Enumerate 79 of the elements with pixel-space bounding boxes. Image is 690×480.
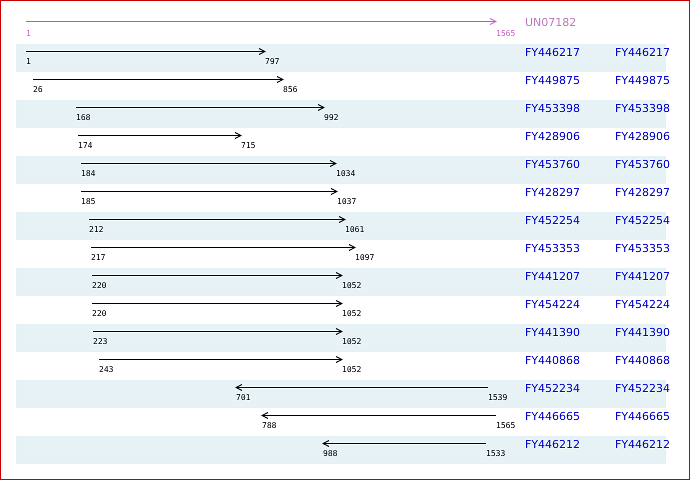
position-label: 1052 — [342, 337, 362, 347]
accession-label: FY428906 — [615, 130, 670, 143]
accession-label: FY454224 — [615, 298, 670, 311]
accession-label: UN07182 — [525, 16, 576, 29]
accession-label: FY453760 — [525, 158, 580, 171]
position-label: 220 — [92, 309, 106, 319]
accession-label: FY453398 — [525, 102, 580, 115]
position-label: 992 — [324, 113, 338, 123]
position-label: 1052 — [342, 365, 362, 375]
accession-label: FY441390 — [525, 326, 580, 339]
arrow — [322, 440, 486, 447]
position-label: 243 — [99, 365, 114, 375]
arrow — [90, 244, 356, 251]
arrow — [262, 412, 496, 419]
accession-label: FY440868 — [615, 354, 670, 367]
position-label: 1533 — [486, 449, 506, 459]
position-label: 797 — [265, 57, 280, 67]
position-label: 1037 — [337, 197, 356, 207]
position-label: 1 — [26, 57, 31, 67]
position-label: 1052 — [342, 281, 362, 291]
arrow — [26, 48, 266, 55]
arrow — [92, 328, 342, 335]
position-label: 212 — [89, 225, 104, 235]
accession-label: FY428297 — [525, 186, 580, 199]
position-label: 856 — [283, 85, 298, 95]
accession-label: FY428297 — [615, 186, 670, 199]
position-label: 1052 — [342, 309, 362, 319]
accession-label: FY449875 — [615, 74, 670, 87]
arrow — [80, 160, 336, 167]
position-label: 220 — [92, 281, 106, 291]
position-label: 26 — [33, 85, 43, 95]
arrow — [78, 132, 242, 139]
accession-label: FY452234 — [615, 382, 670, 395]
arrow — [236, 384, 488, 391]
accession-label: FY428906 — [525, 130, 580, 143]
position-label: 1565 — [496, 29, 516, 39]
arrow — [80, 188, 338, 195]
position-label: 217 — [91, 253, 106, 263]
position-label: 988 — [323, 449, 338, 459]
accession-label: FY452234 — [525, 382, 580, 395]
accession-label: FY440868 — [525, 354, 580, 367]
arrow — [32, 76, 284, 83]
arrow — [92, 272, 342, 279]
arrow — [26, 18, 496, 25]
position-label: 184 — [81, 169, 96, 179]
accession-label: FY449875 — [525, 74, 580, 87]
accession-label: FY454224 — [525, 298, 580, 311]
position-label: 1061 — [345, 225, 364, 235]
position-label: 185 — [81, 197, 96, 207]
position-label: 1097 — [355, 253, 374, 263]
accession-label: FY446665 — [525, 410, 580, 423]
accession-label: FY446217 — [525, 46, 580, 59]
position-label: 223 — [93, 337, 108, 347]
accession-label: FY441207 — [525, 270, 580, 283]
position-label: 788 — [262, 421, 276, 431]
position-label: 174 — [78, 141, 92, 151]
arrow — [88, 216, 346, 223]
position-label: 715 — [241, 141, 256, 151]
arrow — [98, 356, 342, 363]
accession-label: FY453760 — [615, 158, 670, 171]
position-label: 1 — [26, 29, 31, 39]
accession-label: FY453353 — [525, 242, 580, 255]
position-label: 1565 — [496, 421, 516, 431]
accession-label: FY453353 — [615, 242, 670, 255]
accession-label: FY441207 — [615, 270, 670, 283]
position-label: 1539 — [488, 393, 508, 403]
accession-label: FY452254 — [525, 214, 580, 227]
position-label: 701 — [236, 393, 250, 403]
accession-label: FY453398 — [615, 102, 670, 115]
accession-label: FY446217 — [615, 46, 670, 59]
position-label: 1034 — [336, 169, 356, 179]
accession-label: FY446212 — [525, 438, 580, 451]
arrow — [76, 104, 324, 111]
accession-label: FY452254 — [615, 214, 670, 227]
accession-label: FY446665 — [615, 410, 670, 423]
accession-label: FY446212 — [615, 438, 670, 451]
accession-label: FY441390 — [615, 326, 670, 339]
position-label: 168 — [76, 113, 90, 123]
arrow — [92, 300, 342, 307]
